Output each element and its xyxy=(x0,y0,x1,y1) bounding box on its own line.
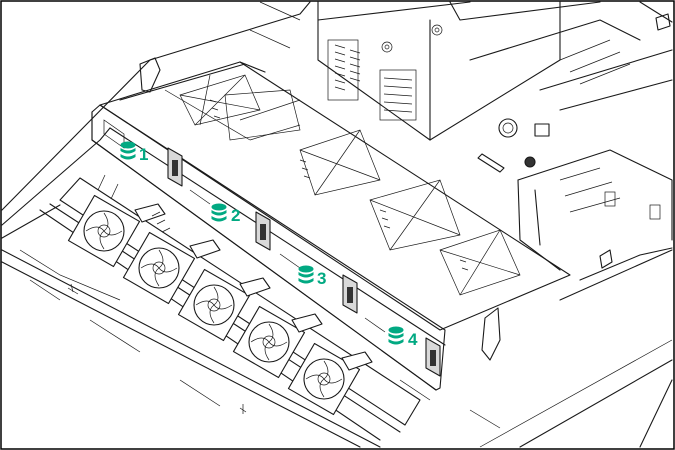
fan-1 xyxy=(67,194,141,268)
fan-assembly xyxy=(39,174,421,441)
drive-stack-icon xyxy=(120,141,136,160)
fan-5 xyxy=(287,342,361,416)
callout-number-2: 2 xyxy=(231,206,240,225)
fan-4 xyxy=(232,305,306,379)
drive-stack-icon xyxy=(298,265,314,284)
drive-stack-icon xyxy=(388,326,404,345)
callout-1: 1 xyxy=(120,141,148,164)
fan-3 xyxy=(177,268,251,342)
drive-stack-icon xyxy=(211,203,227,222)
drive-bays xyxy=(91,104,446,391)
drive-bay-4 xyxy=(425,337,441,377)
callout-number-4: 4 xyxy=(408,330,418,349)
rear-cage xyxy=(249,1,673,271)
drive-bay-3 xyxy=(342,274,358,314)
drive-bay-1 xyxy=(167,147,183,187)
side-rail xyxy=(29,279,501,429)
callout-4: 4 xyxy=(388,326,418,349)
drive-cage-tray xyxy=(99,57,571,361)
callout-3: 3 xyxy=(298,265,326,288)
fan-2 xyxy=(122,231,196,305)
drive-bay-2 xyxy=(255,211,271,251)
callout-number-1: 1 xyxy=(139,145,148,164)
callout-2: 2 xyxy=(211,203,240,225)
callout-number-3: 3 xyxy=(317,269,326,288)
